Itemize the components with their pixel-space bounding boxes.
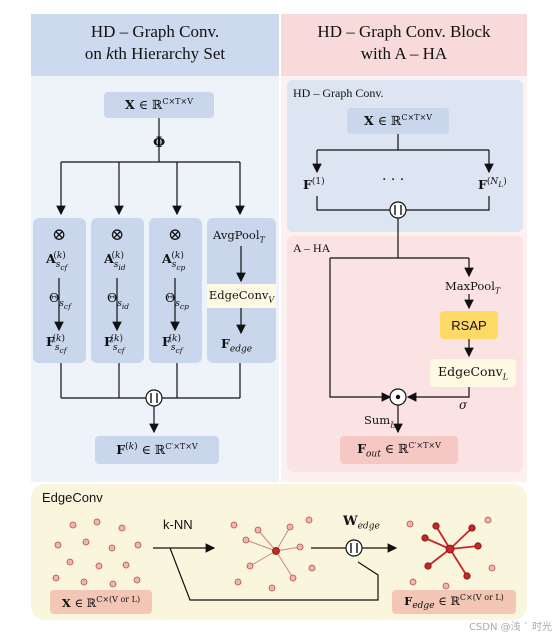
aha-label: A – HA (293, 241, 331, 255)
feature-cp: Fscf(k) (162, 334, 183, 355)
theta-cf: Θscf (49, 290, 71, 311)
theta-cp: Θscp (165, 290, 189, 311)
mult-icon: ⊗ (168, 225, 183, 245)
feature-cf: Fscf(k) (46, 334, 67, 355)
ellipsis: · · · (382, 172, 405, 188)
feature-edge: Fedge (221, 336, 253, 355)
right-panel-title: HD – Graph Conv. Block with A – HA (317, 22, 491, 63)
mult-icon: ⊗ (52, 225, 67, 245)
right-input-box: X ∈ ℝC×T×V (347, 108, 449, 134)
knn-label: k-NN (163, 517, 193, 532)
left-output-box: F(k) ∈ ℝC′×T×V (95, 436, 219, 464)
left-title-bar (31, 14, 279, 76)
left-panel-title: HD – Graph Conv. on kth Hierarchy Set (84, 22, 226, 63)
edgeconv-output-box: Fedge ∈ ℝC×(V or L) (392, 590, 516, 614)
edgeconv-v-box: EdgeConvV (207, 284, 276, 308)
edgeconv-input-box: X ∈ ℝC×(V or L) (50, 590, 152, 614)
theta-id: Θsid (107, 290, 130, 311)
aha-block (287, 236, 523, 472)
maxpool-label: MaxPoolT (445, 279, 501, 296)
mult-icon: ⊗ (110, 225, 125, 245)
feature-n: F(NL) (478, 177, 507, 193)
left-input-box: X ∈ ℝC×T×V (104, 92, 214, 118)
avgpool-label: AvgPoolT (213, 228, 265, 245)
right-output-box: Fout ∈ ℝC′×T×V (340, 436, 458, 464)
adjacency-id: Asid(k) (104, 251, 126, 272)
feature-id: Fscf(k) (104, 334, 125, 355)
edgeconv-title: EdgeConv (42, 490, 103, 505)
adjacency-cf: Ascf(k) (46, 251, 68, 272)
wedge-label: Wedge (343, 514, 380, 532)
hd-graph-conv-label: HD – Graph Conv. (293, 86, 384, 100)
adjacency-cp: Ascp(k) (162, 251, 186, 272)
edgeconv-l-box: EdgeConvL (430, 359, 516, 387)
sum-label: SumL (364, 413, 396, 430)
sigma-label: σ (459, 398, 468, 412)
feature-1: F(1) (303, 177, 325, 193)
right-title-bar (281, 14, 527, 76)
watermark: CSDN @浅 ` 时光 (468, 622, 552, 633)
rsap-box: RSAP (440, 311, 498, 339)
